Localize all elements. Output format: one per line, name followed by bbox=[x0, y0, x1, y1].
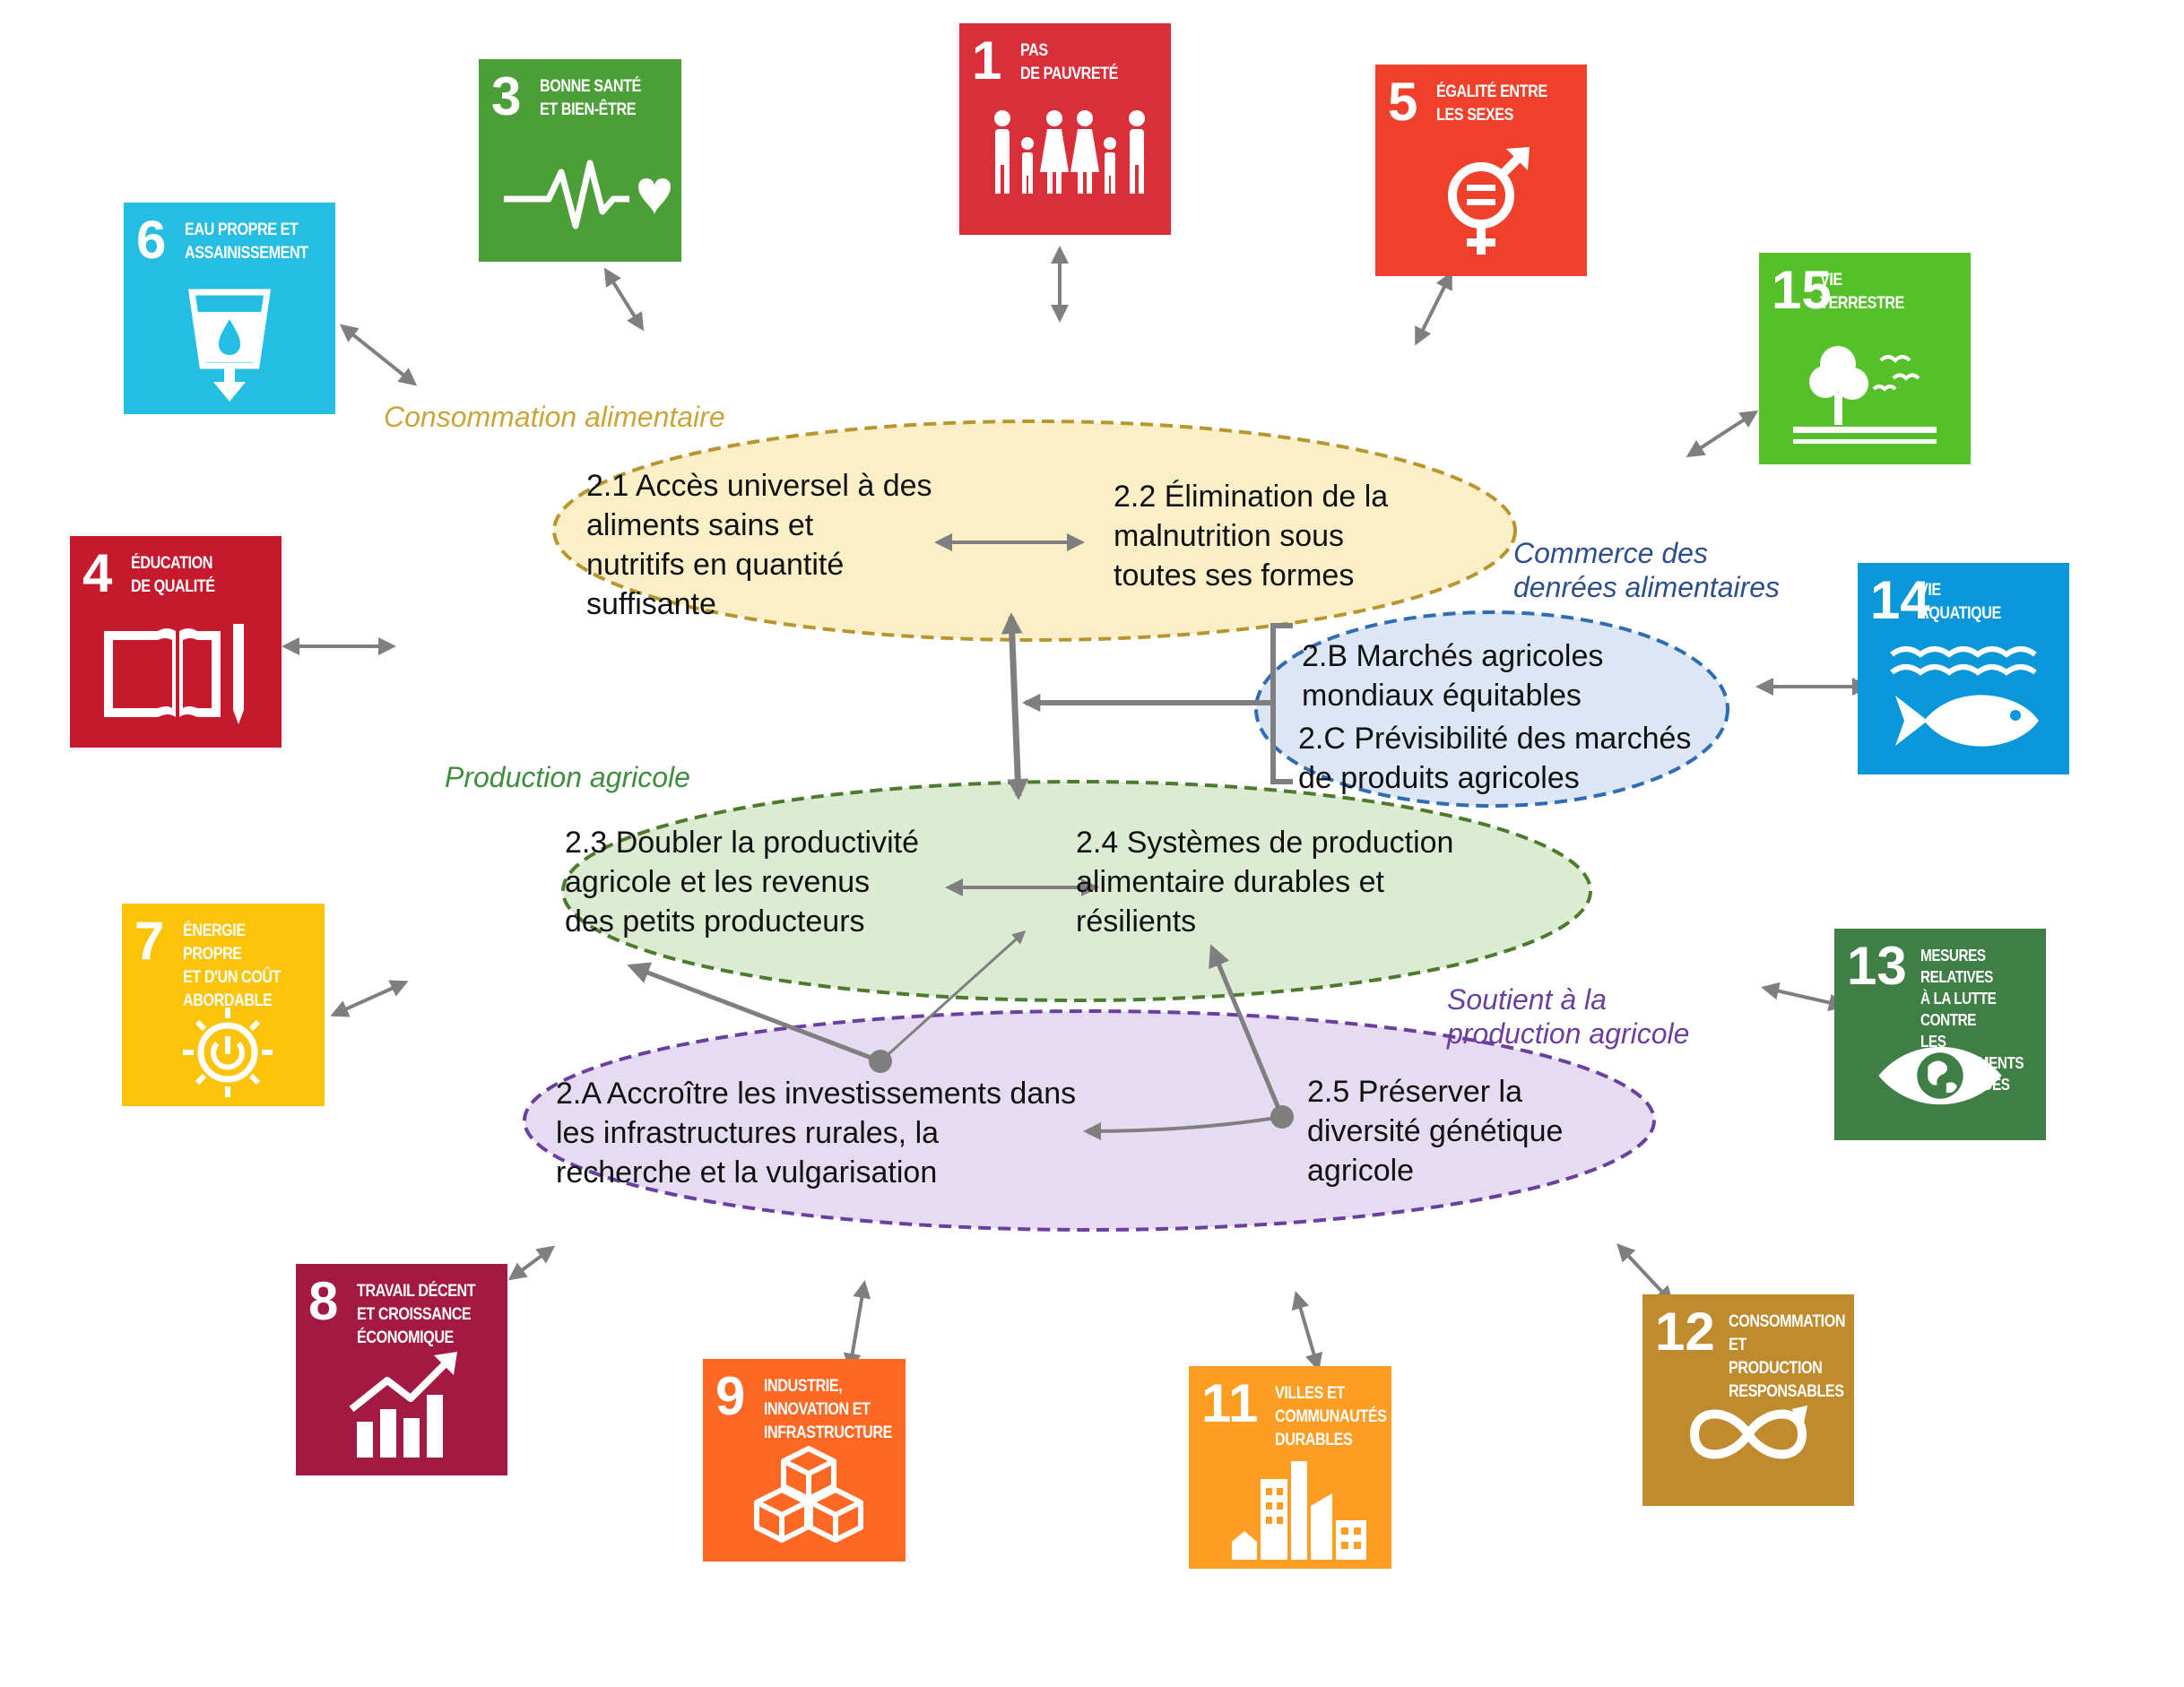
target-2-1: 2.1 Accès universel à des aliments sains… bbox=[586, 469, 932, 621]
book-pencil-icon bbox=[104, 624, 244, 724]
sdg-1-tile[interactable]: 1 PAS DE PAUVRETÉ bbox=[959, 23, 1171, 235]
sdg-14-tile[interactable]: 14 VIE AQUATIQUE bbox=[1858, 563, 2069, 774]
sdg-number: 3 bbox=[491, 66, 522, 126]
sdg-number: 11 bbox=[1201, 1373, 1259, 1433]
sdg-number: 4 bbox=[82, 543, 113, 603]
sdg-label: ÉNERGIE PROPRE ET D'UN COÛT ABORDABLE bbox=[183, 921, 282, 1010]
sdg-label: BONNE SANTÉ ET BIEN-ÊTRE bbox=[540, 77, 641, 119]
target-2-4: 2.4 Systèmes de production alimentaire d… bbox=[1076, 826, 1454, 939]
link-sdg12 bbox=[1616, 1243, 1674, 1304]
sdg-4-tile[interactable]: 4 ÉDUCATION DE QUALITÉ bbox=[70, 536, 282, 748]
link-sdg3 bbox=[603, 267, 645, 332]
link-consumption-production bbox=[1001, 612, 1029, 800]
target-2-3: 2.3 Doubler la productivité agricole et … bbox=[565, 826, 920, 939]
sdg-number: 6 bbox=[136, 210, 167, 270]
cubes-icon bbox=[754, 1446, 863, 1543]
earth-eye-icon bbox=[1878, 1046, 2002, 1105]
group-label-consumption: Consommation alimentaire bbox=[384, 401, 725, 433]
group-label-production: Production agricole bbox=[445, 761, 690, 793]
link-sdg15 bbox=[1686, 410, 1759, 458]
trade-ellipse bbox=[1254, 610, 1729, 808]
link-sdg7 bbox=[330, 980, 409, 1017]
junction-dot-2-5 bbox=[1270, 1105, 1294, 1129]
sdg-7-tile[interactable]: 7 ÉNERGIE PROPRE ET D'UN COÛT ABORDABLE bbox=[122, 904, 325, 1106]
target-2-C: 2.C Prévisibilité des marchés de produit… bbox=[1298, 722, 1692, 795]
link-sdg8 bbox=[507, 1245, 556, 1281]
city-icon bbox=[1232, 1461, 1366, 1560]
sdg-label: ÉDUCATION DE QUALITÉ bbox=[131, 554, 215, 596]
link-2A-to-2-4 bbox=[879, 930, 1027, 1063]
sdg-number: 9 bbox=[715, 1366, 746, 1426]
heartbeat-icon bbox=[504, 160, 671, 229]
sdg-11-tile[interactable]: 11 VILLES ET COMMUNAUTÉS DURABLES bbox=[1189, 1366, 1391, 1569]
target-2-B: 2.B Marchés agricoles mondiaux équitable… bbox=[1302, 639, 1604, 713]
sdg-label: CONSOMMATION ET PRODUCTION RESPONSABLES bbox=[1729, 1312, 1846, 1401]
sdg-13-tile[interactable]: 13 MESURES RELATIVES À LA LUTTE CONTRE L… bbox=[1834, 929, 2046, 1140]
link-sdg6 bbox=[339, 324, 418, 386]
sdg-label: VILLES ET COMMUNAUTÉS DURABLES bbox=[1275, 1384, 1387, 1449]
target-2-2: 2.2 Élimination de la malnutrition sous … bbox=[1114, 480, 1389, 593]
link-2A-to-2-3 bbox=[627, 962, 881, 1064]
sdg-label: VIE TERRESTRE bbox=[1820, 271, 1904, 313]
trade-bracket bbox=[1270, 623, 1293, 784]
link-sdg9 bbox=[843, 1280, 871, 1371]
junction-dot-2A bbox=[869, 1050, 892, 1073]
sdg-6-tile[interactable]: 6 EAU PROPRE ET ASSAINISSEMENT bbox=[124, 203, 335, 414]
sdg-15-tile[interactable]: 15 VIE TERRESTRE bbox=[1759, 253, 1971, 464]
sdg-number: 12 bbox=[1655, 1302, 1715, 1362]
sdg-number: 13 bbox=[1847, 936, 1907, 996]
fish-icon bbox=[1890, 646, 2039, 747]
sdg-label: EAU PROPRE ET ASSAINISSEMENT bbox=[185, 221, 308, 263]
sdg-label: VIE AQUATIQUE bbox=[1919, 581, 2001, 623]
link-sdg5 bbox=[1415, 271, 1452, 346]
gender-equality-icon bbox=[1448, 147, 1530, 255]
sdg-5-tile[interactable]: 5 ÉGALITÉ ENTRE LES SEXES bbox=[1375, 65, 1587, 276]
link-sdg13 bbox=[1761, 982, 1847, 1012]
sdg-number: 1 bbox=[972, 30, 1002, 91]
consumption-ellipse bbox=[552, 420, 1517, 642]
link-2-5-to-2A bbox=[1083, 1115, 1283, 1140]
target-2-5: 2.5 Préserver la diversité génétique agr… bbox=[1307, 1075, 1564, 1188]
group-label-trade: Commerce des denrées alimentaires bbox=[1513, 537, 1781, 603]
sdg-label: INDUSTRIE, INNOVATION ET INFRASTRUCTURE bbox=[764, 1377, 892, 1442]
growth-chart-icon bbox=[349, 1352, 457, 1458]
tree-icon bbox=[1793, 346, 1937, 444]
support-ellipse bbox=[523, 1009, 1656, 1232]
target-2-A: 2.A Accroître les investissements dans l… bbox=[556, 1077, 1077, 1190]
water-glass-icon bbox=[187, 289, 272, 402]
sdg-3-tile[interactable]: 3 BONNE SANTÉ ET BIEN-ÊTRE bbox=[479, 59, 681, 262]
group-label-support: Soutient à la production agricole bbox=[1447, 983, 1690, 1050]
sdg-12-tile[interactable]: 12 CONSOMMATION ET PRODUCTION RESPONSABL… bbox=[1642, 1294, 1854, 1506]
sdg-number: 5 bbox=[1388, 72, 1418, 132]
link-2-5-to-2-4 bbox=[1209, 944, 1285, 1118]
sdg-label: TRAVAIL DÉCENT ET CROISSANCE ÉCONOMIQUE bbox=[357, 1282, 476, 1347]
sdg-label: ÉGALITÉ ENTRE LES SEXES bbox=[1436, 82, 1547, 125]
link-sdg11 bbox=[1291, 1291, 1323, 1371]
sdg-number: 7 bbox=[134, 911, 165, 971]
sdg-9-tile[interactable]: 9 INDUSTRIE, INNOVATION ET INFRASTRUCTUR… bbox=[703, 1359, 906, 1562]
sdg-8-tile[interactable]: 8 TRAVAIL DÉCENT ET CROISSANCE ÉCONOMIQU… bbox=[296, 1264, 507, 1475]
family-icon bbox=[994, 110, 1145, 194]
sdg-label: PAS DE PAUVRETÉ bbox=[1020, 41, 1118, 83]
sdg-number: 8 bbox=[308, 1271, 339, 1331]
sdg-number: 14 bbox=[1870, 570, 1930, 630]
sdg-number: 15 bbox=[1772, 260, 1832, 320]
sun-power-icon bbox=[183, 1008, 273, 1097]
infinity-icon bbox=[1689, 1406, 1807, 1459]
